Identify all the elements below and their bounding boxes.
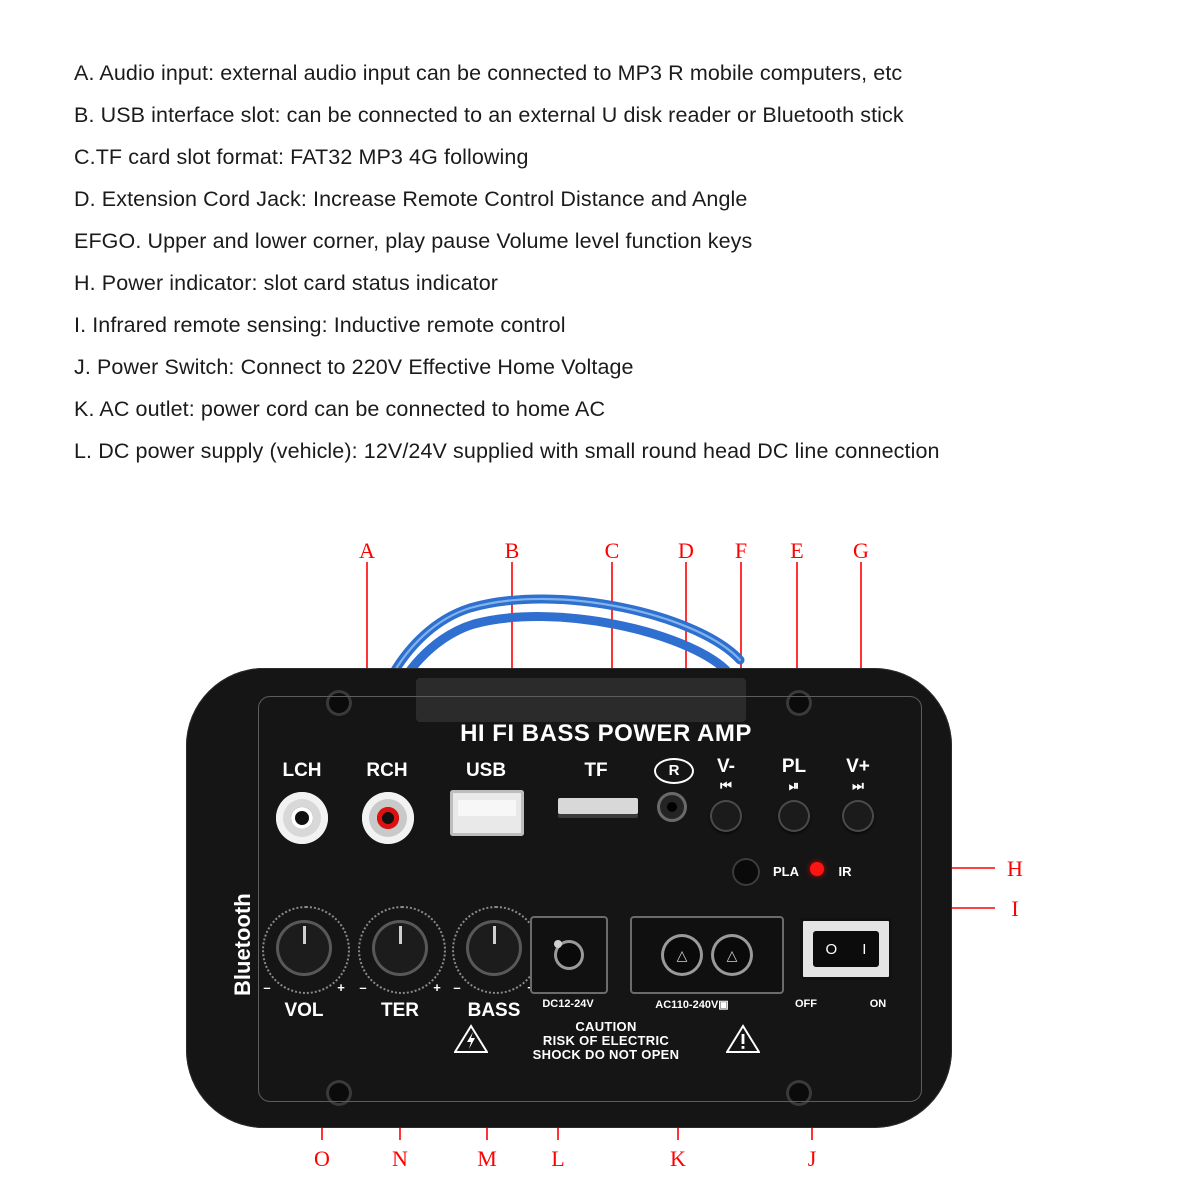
ac-outlet-hole: △ [661, 934, 703, 976]
callout-o: O [314, 1146, 330, 1171]
label-vol-down: V- [717, 756, 735, 777]
tf-card-slot[interactable] [558, 798, 638, 814]
callout-n: N [392, 1146, 408, 1171]
knob-scale-ter [358, 906, 446, 994]
callout-h: H [1007, 856, 1023, 881]
warning-triangle-right-icon [726, 1024, 760, 1054]
callout-m: M [477, 1146, 497, 1171]
callout-e: E [790, 538, 804, 563]
callout-b: B [504, 538, 520, 563]
button-play-pause[interactable] [778, 800, 810, 832]
warning-triangle-left-icon [454, 1024, 488, 1054]
ac-outlet-hole: △ [711, 934, 753, 976]
label-bass: BASS [467, 1000, 521, 1021]
knob-volume[interactable] [276, 920, 332, 976]
caution-line-3: SHOCK DO NOT OPEN [532, 1047, 680, 1062]
knob-treble[interactable] [372, 920, 428, 976]
usb-port[interactable] [450, 790, 524, 836]
description-line: K. AC outlet: power cord can be connecte… [74, 397, 606, 421]
label-tf: TF [584, 760, 608, 781]
ac-outlet[interactable]: △ △ [630, 916, 784, 994]
description-line: D. Extension Cord Jack: Increase Remote … [74, 187, 748, 211]
power-switch[interactable]: O I [800, 918, 892, 980]
button-volume-up[interactable] [842, 800, 874, 832]
button-volume-down[interactable] [710, 800, 742, 832]
icon-play-pause-icon: ⏯ [788, 778, 800, 793]
callout-l: L [551, 1146, 565, 1171]
label-dc-rating: DC12-24V [542, 998, 594, 1010]
callout-i: I [1011, 896, 1019, 921]
amplifier-diagram: A B C D F E G H I O N M L K J HI FI BASS… [0, 520, 1200, 1200]
label-vol-minus: – [263, 980, 271, 995]
label-lch: LCH [282, 760, 322, 781]
rca-jack-left[interactable] [276, 792, 328, 844]
label-bass-minus: – [453, 980, 461, 995]
label-vol: VOL [284, 1000, 324, 1021]
callout-a: A [359, 538, 375, 563]
description-line: EFGO. Upper and lower corner, play pause… [74, 229, 753, 253]
callout-k: K [670, 1146, 686, 1171]
callout-f: F [734, 538, 748, 563]
description-line: L. DC power supply (vehicle): 12V/24V su… [74, 439, 940, 463]
label-play: PL [781, 756, 807, 777]
caution-line-1: CAUTION [575, 1019, 637, 1034]
ir-receiver [732, 858, 760, 886]
dc-power-jack[interactable] [530, 916, 608, 994]
description-line: H. Power indicator: slot card status ind… [74, 271, 499, 295]
power-indicator-led [810, 862, 824, 876]
label-ac-rating: AC110-240V▣ [622, 998, 762, 1011]
description-line: C.TF card slot format: FAT32 MP3 4G foll… [74, 145, 529, 169]
knob-scale-vol [262, 906, 350, 994]
knob-bass[interactable] [466, 920, 522, 976]
label-rch: RCH [366, 760, 408, 781]
caution-text: CAUTION RISK OF ELECTRIC SHOCK DO NOT OP… [486, 1020, 726, 1062]
caution-line-2: RISK OF ELECTRIC [542, 1033, 670, 1048]
label-vol-up: V+ [846, 756, 870, 777]
title-plate [416, 678, 746, 722]
amplifier-board: HI FI BASS POWER AMP Bluetooth LCH RCH U… [186, 668, 952, 1128]
callout-g: G [853, 538, 869, 563]
switch-o-mark: O [825, 940, 838, 958]
icon-next-track-icon: ⏭ [852, 778, 864, 793]
label-ter: TER [381, 1000, 419, 1021]
callout-j: J [807, 1146, 817, 1171]
board-title: HI FI BASS POWER AMP [460, 720, 752, 747]
description-line: J. Power Switch: Connect to 220V Effecti… [74, 355, 634, 379]
label-usb: USB [465, 760, 507, 781]
description-block: A. Audio input: external audio input can… [74, 52, 1134, 472]
label-switch-on: ON [869, 998, 887, 1010]
screw-hole [326, 690, 352, 716]
label-ac-class-icon: ▣ [718, 999, 729, 1011]
description-line: I. Infrared remote sensing: Inductive re… [74, 313, 566, 337]
label-pla: PLA [773, 864, 799, 879]
switch-i-mark: I [862, 940, 867, 958]
icon-prev-track-icon: ⏮ [720, 778, 732, 793]
board-silkscreen-border [258, 696, 922, 1102]
description-line: B. USB interface slot: can be connected … [74, 103, 904, 127]
description-line: A. Audio input: external audio input can… [74, 61, 903, 85]
label-ter-minus: – [359, 980, 367, 995]
ir-extension-jack[interactable] [657, 792, 687, 822]
callout-d: D [678, 538, 694, 563]
label-switch-off: OFF [795, 998, 817, 1010]
rca-jack-right[interactable] [362, 792, 414, 844]
screw-hole [786, 690, 812, 716]
label-vol-plus: + [337, 980, 345, 995]
label-ter-plus: + [433, 980, 441, 995]
brand-label-bluetooth: Bluetooth [230, 893, 255, 996]
label-ac-rating-text: AC110-240V [655, 999, 719, 1011]
label-ir: IR [838, 864, 852, 879]
label-ir-jack: R [654, 758, 694, 784]
callout-c: C [604, 538, 620, 563]
